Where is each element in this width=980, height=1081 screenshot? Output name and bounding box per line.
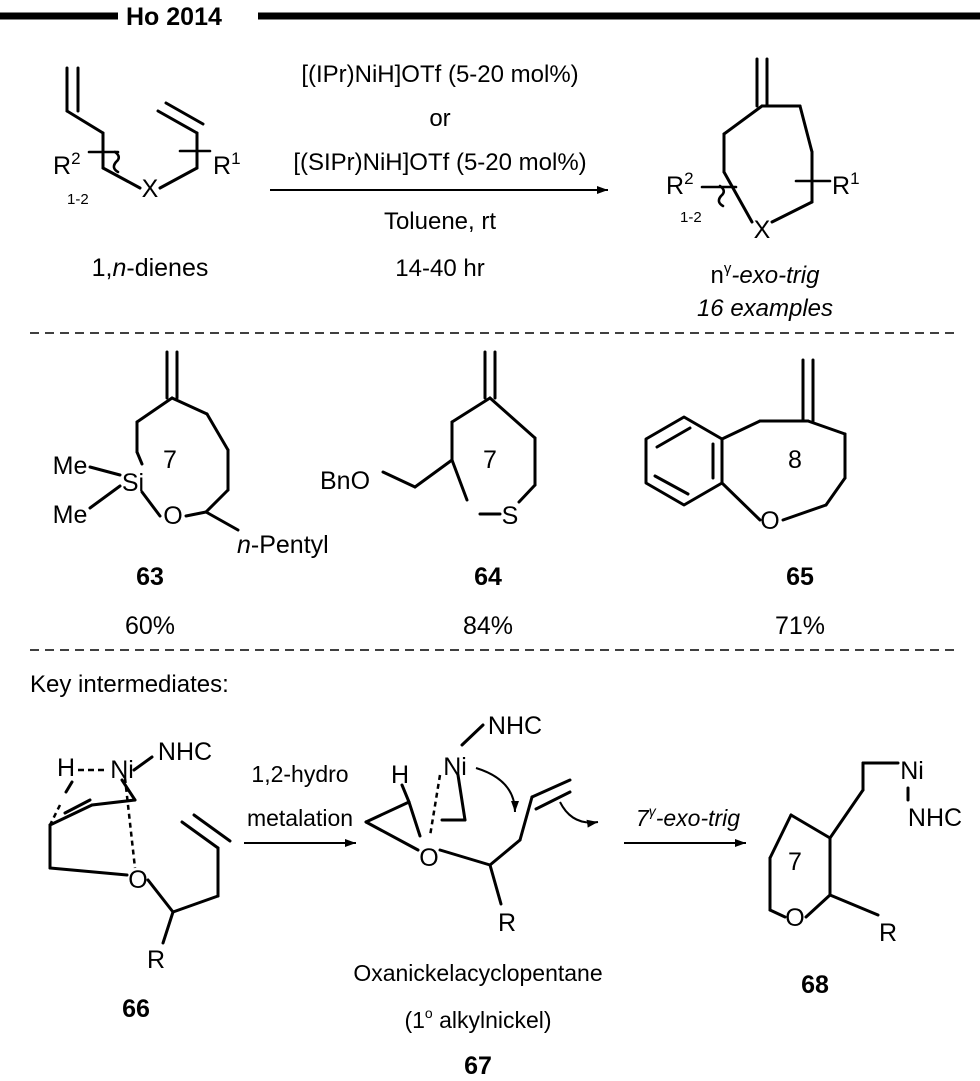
or-label: or bbox=[429, 105, 450, 132]
compound-65-label: 65 bbox=[786, 563, 814, 591]
yield-64: 84% bbox=[463, 612, 513, 640]
benzyloxy-group: BnO bbox=[320, 467, 370, 495]
yield-63: 60% bbox=[125, 612, 175, 640]
general-product: R2 R1 1-2 X nγ-exo-trig 16 examples bbox=[666, 57, 860, 322]
hydride-h-67: H bbox=[391, 761, 409, 789]
step-exo-trig: 7γ-exo-trig bbox=[624, 803, 746, 847]
ring-size-63: 7 bbox=[163, 446, 177, 474]
compound-67-label: 67 bbox=[464, 1052, 492, 1080]
intermediate-66: H Ni NHC O R 66 bbox=[48, 738, 232, 1023]
product-r1: R bbox=[832, 172, 850, 200]
compound-66-label: 66 bbox=[122, 995, 150, 1023]
sulfur-atom: S bbox=[502, 502, 519, 530]
cyclization-mode: nγ-exo-trig bbox=[711, 260, 821, 289]
catalyst-2: [(SIPr)NiH]OTf (5-20 mol%) bbox=[293, 149, 586, 176]
chain-length-label: 1-2 bbox=[67, 191, 89, 208]
product-68: 7 O R Ni NHC 68 bbox=[768, 757, 962, 999]
ring-size-64: 7 bbox=[483, 446, 497, 474]
r-group-67: R bbox=[498, 909, 516, 937]
product-64: 7 S BnO 64 84% bbox=[320, 350, 537, 640]
nickel-66: Ni bbox=[110, 756, 134, 784]
ring-size-65: 8 bbox=[788, 446, 802, 474]
product-63: 7 Si Me Me O n-Pentyl 63 60% bbox=[53, 350, 329, 640]
mechanism-heading: Key intermediates: bbox=[30, 671, 229, 698]
svg-text:R2: R2 bbox=[666, 169, 694, 200]
diene-substrate: R2 R1 1-2 X 1,n-dienes bbox=[53, 66, 241, 282]
silicon-atom: Si bbox=[122, 469, 144, 497]
compound-64-label: 64 bbox=[474, 563, 502, 591]
hydride-h-66: H bbox=[57, 754, 75, 782]
svg-text:7γ-exo-trig: 7γ-exo-trig bbox=[636, 803, 740, 831]
catalyst-1: [(IPr)NiH]OTf (5-20 mol%) bbox=[301, 61, 578, 88]
nhc-ligand-66: NHC bbox=[158, 738, 212, 766]
nickel-68: Ni bbox=[900, 757, 924, 785]
alkylnickel-note: (1o alkylnickel) bbox=[404, 1005, 551, 1033]
methyl-2: Me bbox=[53, 501, 88, 529]
substituent-r1: R bbox=[213, 152, 231, 180]
nhc-ligand-67: NHC bbox=[488, 712, 542, 740]
r-group-68: R bbox=[879, 919, 897, 947]
product-x: X bbox=[754, 216, 771, 244]
reaction-conditions: [(IPr)NiH]OTf (5-20 mol%) or [(SIPr)NiH]… bbox=[270, 61, 608, 282]
nhc-ligand-68: NHC bbox=[908, 804, 962, 832]
examples-count: 16 examples bbox=[697, 295, 833, 322]
substituent-r2: R bbox=[53, 152, 71, 180]
svg-text:R1: R1 bbox=[213, 149, 241, 180]
header-bar: Ho 2014 bbox=[0, 3, 980, 31]
intermediate-67: H Ni NHC O R Oxanickelacyclopentane (1o … bbox=[353, 712, 602, 1080]
r-group-66: R bbox=[147, 946, 165, 974]
oxygen-63: O bbox=[163, 502, 182, 530]
pentyl-group: n-Pentyl bbox=[237, 531, 329, 559]
yield-65: 71% bbox=[775, 612, 825, 640]
compound-63-label: 63 bbox=[136, 563, 164, 591]
oxygen-68: O bbox=[785, 904, 804, 932]
reaction-time: 14-40 hr bbox=[395, 255, 484, 282]
svg-text:R1: R1 bbox=[832, 169, 860, 200]
intermediate-67-name: Oxanickelacyclopentane bbox=[353, 960, 602, 986]
nickel-67: Ni bbox=[443, 753, 467, 781]
ring-size-68: 7 bbox=[788, 848, 802, 876]
oxygen-66: O bbox=[128, 866, 147, 894]
svg-text:metalation: metalation bbox=[247, 805, 353, 831]
compound-68-label: 68 bbox=[801, 971, 829, 999]
step-hydrometalation: 1,2-hydro metalation bbox=[244, 761, 356, 847]
heteroatom-x: X bbox=[142, 175, 159, 203]
oxygen-67: O bbox=[419, 844, 438, 872]
solvent-temp: Toluene, rt bbox=[384, 208, 496, 235]
substrate-label: 1,n-dienes bbox=[92, 254, 209, 282]
svg-text:R2: R2 bbox=[53, 149, 81, 180]
product-r2: R bbox=[666, 172, 684, 200]
product-chain-label: 1-2 bbox=[680, 209, 702, 226]
svg-text:1,2-hydro: 1,2-hydro bbox=[251, 761, 348, 787]
methyl-1: Me bbox=[53, 452, 88, 480]
product-65: 8 O 65 71% bbox=[644, 358, 847, 640]
header-title: Ho 2014 bbox=[126, 3, 222, 31]
oxygen-65: O bbox=[760, 507, 779, 535]
